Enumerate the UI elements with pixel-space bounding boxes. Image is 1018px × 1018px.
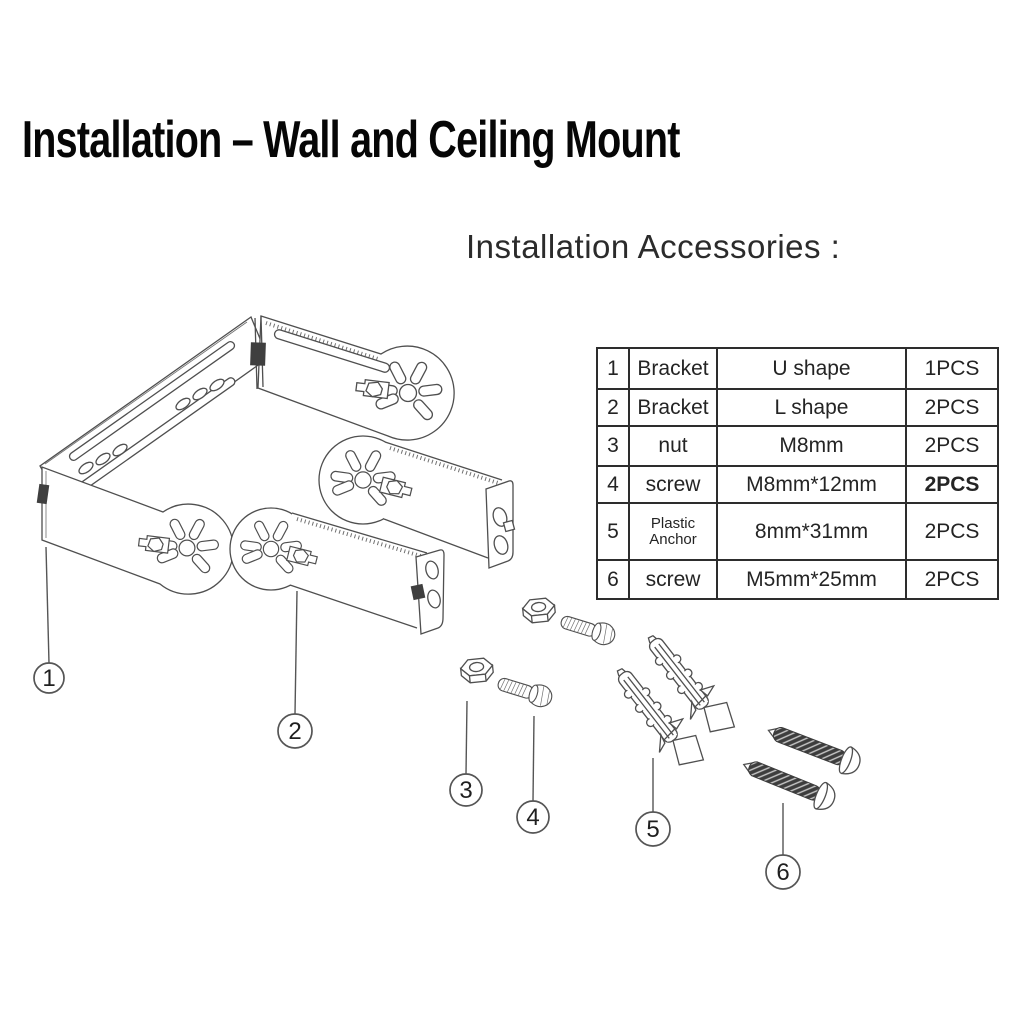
table-row: 6 screw M5mm*25mm 2PCS	[596, 559, 999, 600]
leader-line	[532, 715, 535, 802]
callout-1: 1	[33, 546, 65, 694]
leader-line	[45, 546, 50, 664]
cell-spec: U shape	[716, 347, 907, 390]
cell-qty: 2PCS	[905, 559, 999, 600]
cell-no: 4	[596, 465, 630, 504]
cell-name: Plastic Anchor	[628, 502, 718, 561]
mounting-screw-drawing	[762, 716, 865, 779]
table-row: 4 screw M8mm*12mm 2PCS	[596, 465, 999, 504]
accessories-heading: Installation Accessories :	[466, 228, 841, 265]
callout-label: 2	[288, 718, 301, 745]
cell-spec: M5mm*25mm	[716, 559, 907, 600]
cell-name: Bracket	[628, 388, 718, 427]
callout-circle	[516, 800, 550, 834]
cell-name-line1: Plastic	[650, 514, 696, 532]
table-row: 2 Bracket L shape 2PCS	[596, 388, 999, 427]
cell-no: 3	[596, 425, 630, 467]
callout-circle	[33, 662, 65, 694]
cell-no: 5	[596, 502, 630, 561]
cell-qty: 1PCS	[905, 347, 999, 390]
callout-3: 3	[449, 700, 483, 807]
bracket-u-shape-drawing	[36, 315, 455, 595]
cell-qty: 2PCS	[905, 388, 999, 427]
bracket-l-shape-back-drawing	[318, 435, 516, 569]
table-row: 3 nut M8mm 2PCS	[596, 425, 999, 467]
hinge-pin-mark	[250, 342, 266, 366]
cell-qty: 2PCS	[905, 425, 999, 467]
table-row: 1 Bracket U shape 1PCS	[596, 347, 999, 390]
hinge-pin-mark	[36, 483, 50, 505]
accessories-table: 1 Bracket U shape 1PCS 2 Bracket L shape…	[596, 347, 999, 600]
callout-label: 3	[459, 777, 472, 804]
bracket-l-shape-front-drawing	[229, 507, 445, 635]
callout-5: 5	[635, 758, 671, 847]
page-title: Installation – Wall and Ceiling Mount	[22, 111, 680, 169]
leader-line	[294, 590, 298, 715]
plastic-anchor-drawing	[603, 656, 712, 780]
cell-name: nut	[628, 425, 718, 467]
callout-circle	[765, 854, 801, 890]
cell-spec: M8mm*12mm	[716, 465, 907, 504]
callout-label: 1	[42, 665, 55, 692]
callout-label: 6	[776, 859, 789, 886]
cell-name-line2: Anchor	[649, 530, 697, 548]
callout-2: 2	[277, 590, 313, 749]
hex-screw-drawing	[557, 609, 619, 649]
cell-no: 6	[596, 559, 630, 600]
cell-name: Bracket	[628, 347, 718, 390]
cell-qty: 2PCS	[905, 502, 999, 561]
callout-circle	[277, 713, 313, 749]
cell-name: screw	[628, 559, 718, 600]
mounting-screw-drawing	[737, 750, 840, 815]
plastic-anchor-drawing	[634, 623, 743, 747]
cell-spec: L shape	[716, 388, 907, 427]
callout-circle	[449, 773, 483, 807]
hinge-pin-mark	[410, 583, 426, 601]
cell-spec: M8mm	[716, 425, 907, 467]
callout-label: 4	[526, 804, 539, 831]
callout-6: 6	[765, 803, 801, 890]
hex-nut-drawing	[521, 596, 557, 625]
cell-name: screw	[628, 465, 718, 504]
leader-line	[465, 700, 468, 775]
cell-no: 2	[596, 388, 630, 427]
callout-4: 4	[516, 715, 550, 834]
callout-circle	[635, 811, 671, 847]
table-row: 5 Plastic Anchor 8mm*31mm 2PCS	[596, 502, 999, 561]
cell-no: 1	[596, 347, 630, 390]
hex-nut-drawing	[459, 656, 495, 685]
cell-qty: 2PCS	[905, 465, 999, 504]
hex-screw-drawing	[494, 671, 556, 711]
cell-spec: 8mm*31mm	[716, 502, 907, 561]
callout-label: 5	[646, 816, 659, 843]
